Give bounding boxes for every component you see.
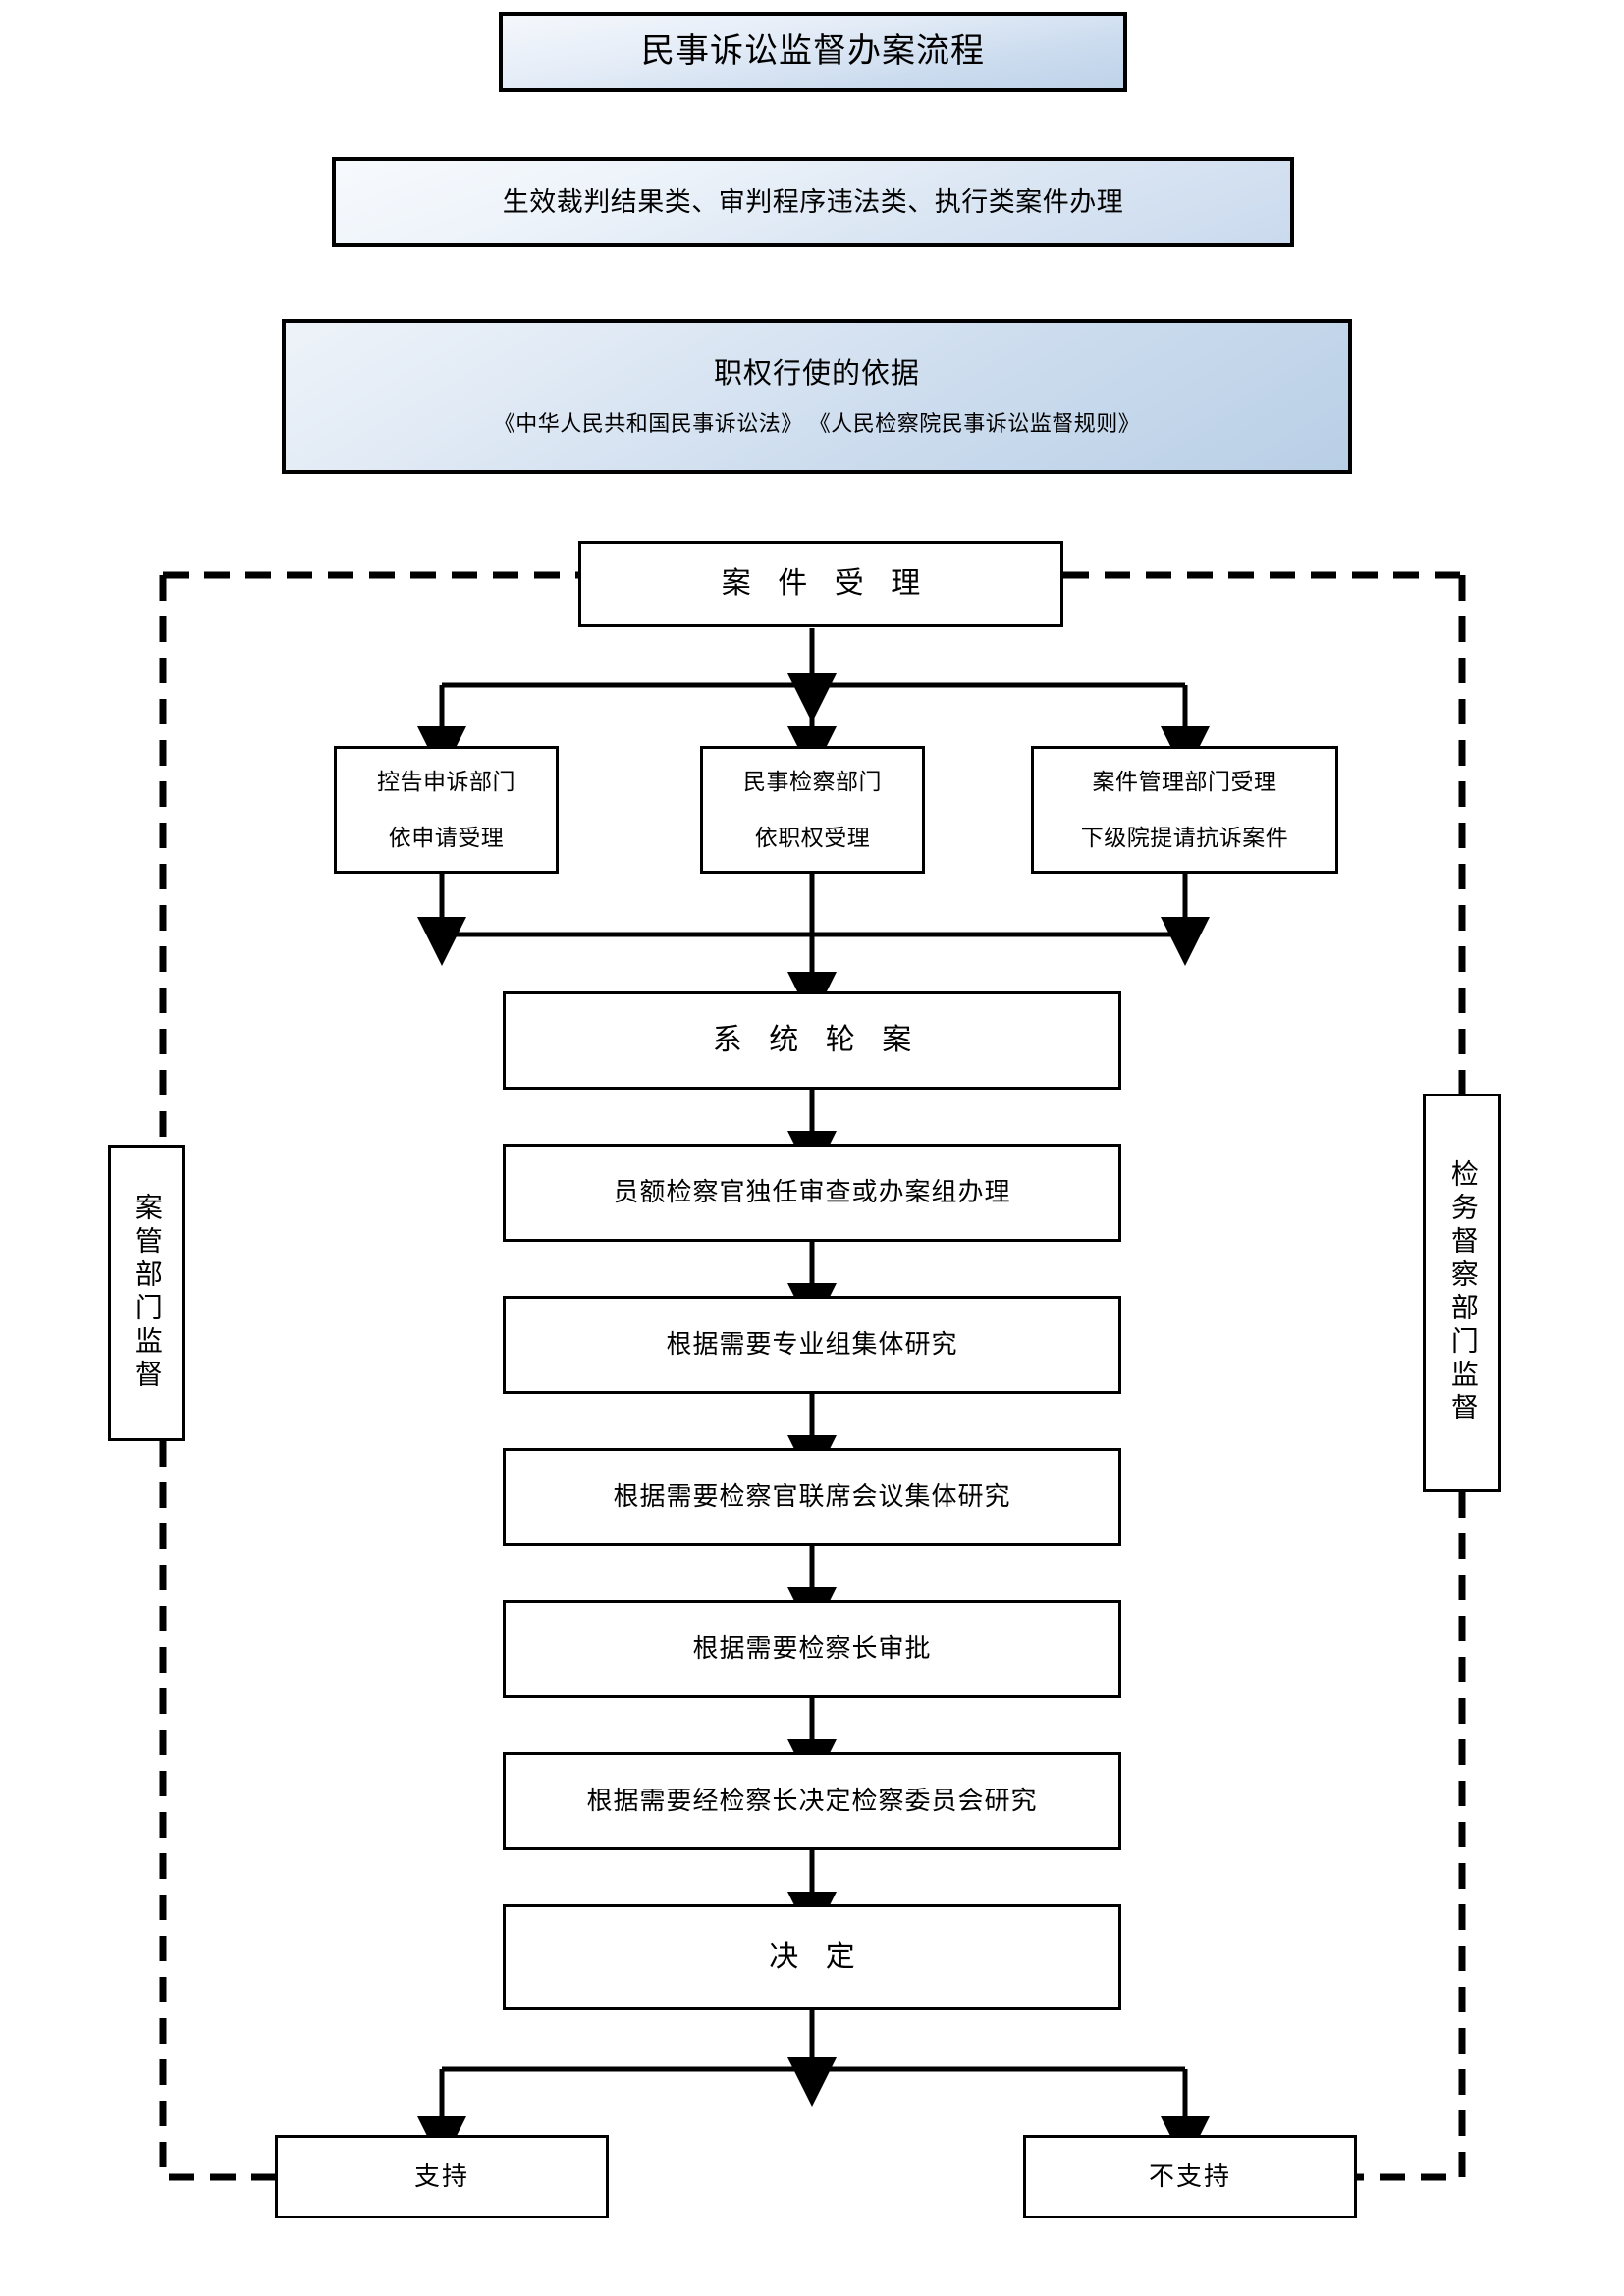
node-oversight-left: 案管部门监督 [108,1145,185,1441]
node-intake-2-line2: 下级院提请抗诉案件 [1080,826,1289,850]
node-step-4: 根据需要检察长审批 [503,1600,1121,1698]
node-case-acceptance-label: 案 件 受 理 [721,566,931,600]
node-intake-2: 案件管理部门受理 下级院提请抗诉案件 [1031,746,1338,874]
node-step-1-label: 员额检察官独任审查或办案组办理 [613,1178,1011,1207]
scope-text: 生效裁判结果类、审判程序违法类、执行类案件办理 [502,187,1124,217]
node-step-5: 根据需要经检察长决定检察委员会研究 [503,1752,1121,1850]
node-step-0: 系 统 轮 案 [503,991,1121,1090]
node-outcome-not-support-label: 不支持 [1148,2162,1231,2191]
node-oversight-left-label: 案管部门监督 [131,1193,162,1393]
node-step-1: 员额检察官独任审查或办案组办理 [503,1144,1121,1242]
node-step-3: 根据需要检察官联席会议集体研究 [503,1448,1121,1546]
node-decision-label: 决 定 [769,1940,865,1973]
legal-basis-heading: 职权行使的依据 [713,357,920,390]
node-oversight-right-label: 检务督察部门监督 [1446,1159,1478,1426]
legal-basis-box: 职权行使的依据 《中华人民共和国民事诉讼法》 《人民检察院民事诉讼监督规则》 [282,319,1352,474]
node-step-0-label: 系 统 轮 案 [712,1023,922,1056]
legal-basis-laws: 《中华人民共和国民事诉讼法》 《人民检察院民事诉讼监督规则》 [493,410,1141,436]
scope-box: 生效裁判结果类、审判程序违法类、执行类案件办理 [332,157,1294,247]
node-step-3-label: 根据需要检察官联席会议集体研究 [613,1482,1011,1512]
diagram-title-box: 民事诉讼监督办案流程 [499,12,1127,92]
node-intake-0-line1: 控告申诉部门 [377,769,515,794]
node-case-acceptance: 案 件 受 理 [578,541,1063,627]
node-step-2: 根据需要专业组集体研究 [503,1296,1121,1394]
node-oversight-right: 检务督察部门监督 [1423,1094,1501,1492]
node-intake-2-line1: 案件管理部门受理 [1092,769,1277,794]
node-intake-1-line1: 民事检察部门 [743,769,882,794]
node-intake-1: 民事检察部门 依职权受理 [700,746,925,874]
node-decision: 决 定 [503,1904,1121,2010]
diagram-title: 民事诉讼监督办案流程 [641,33,985,71]
node-outcome-support-label: 支持 [413,2162,469,2191]
node-intake-0-line2: 依申请受理 [388,826,505,850]
node-step-4-label: 根据需要检察长审批 [692,1634,932,1664]
node-intake-0: 控告申诉部门 依申请受理 [334,746,559,874]
node-intake-1-line2: 依职权受理 [754,826,871,850]
node-step-2-label: 根据需要专业组集体研究 [666,1330,958,1360]
node-outcome-support: 支持 [275,2135,609,2218]
node-step-5-label: 根据需要经检察长决定检察委员会研究 [586,1787,1038,1816]
node-outcome-not-support: 不支持 [1023,2135,1357,2218]
